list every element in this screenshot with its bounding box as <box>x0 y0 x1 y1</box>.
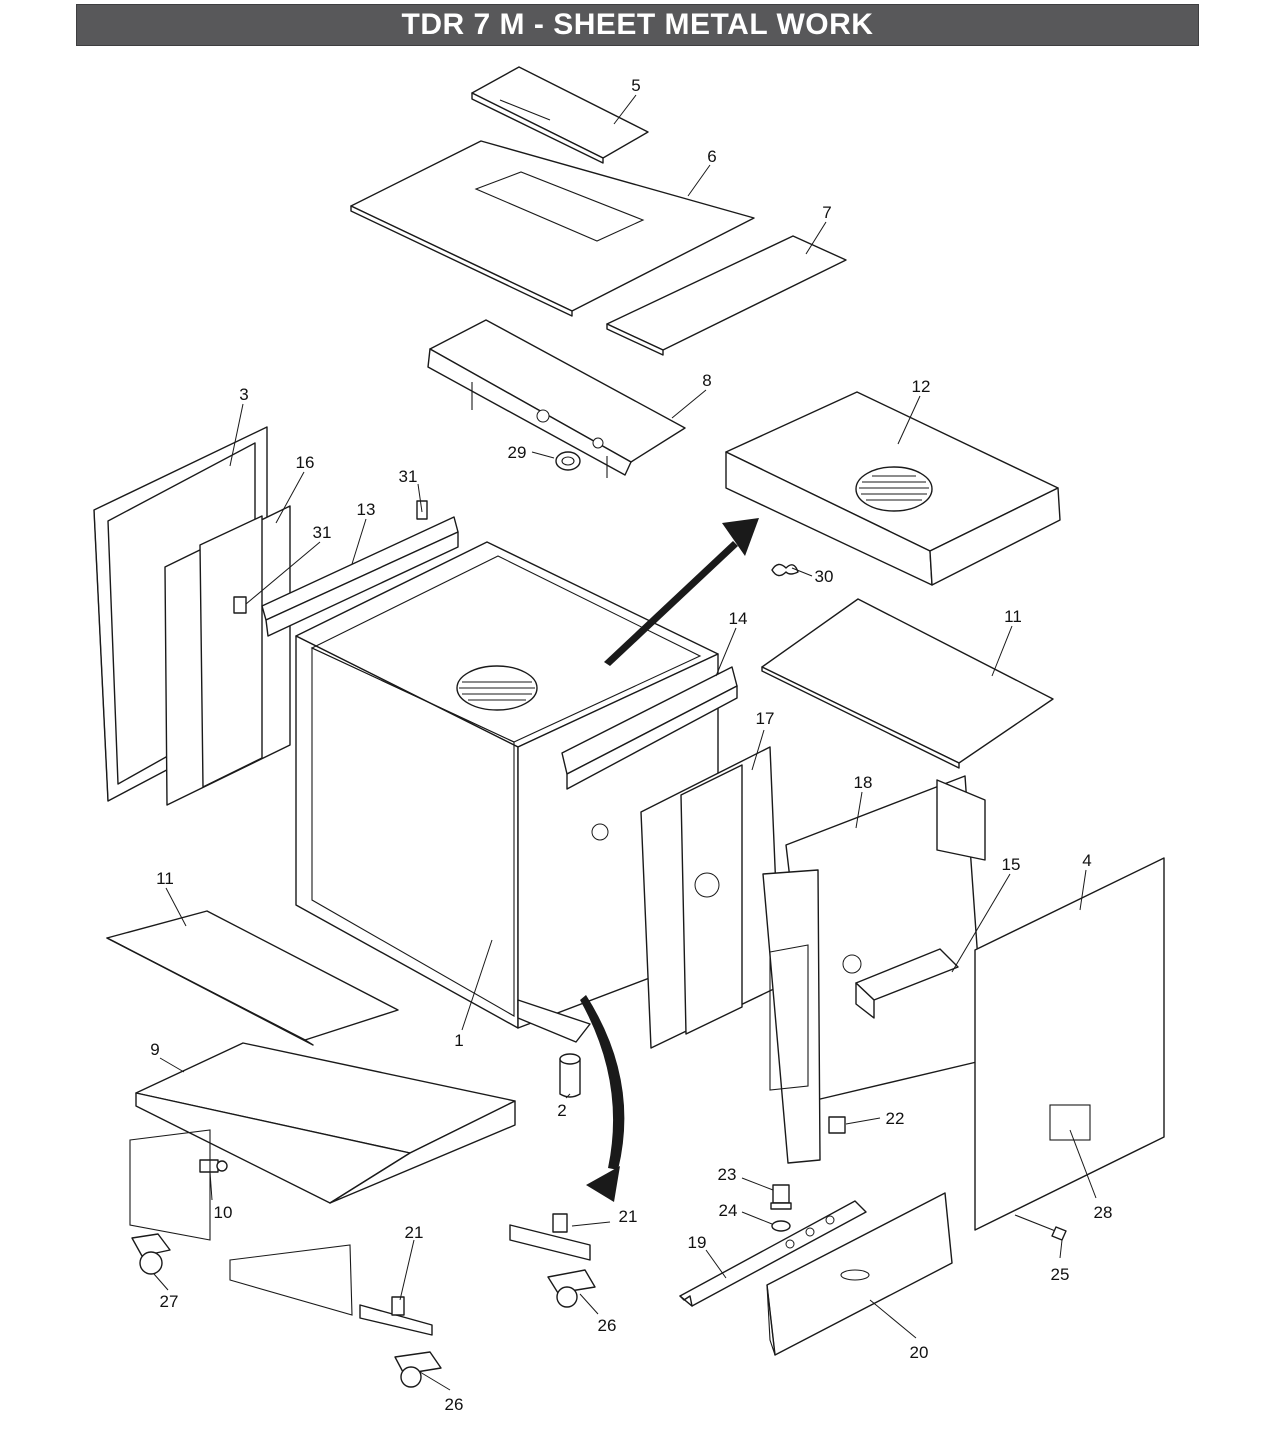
callout-21-left: 21 <box>405 1223 424 1242</box>
part-29-bushing <box>555 451 581 471</box>
callout-16: 16 <box>296 453 315 472</box>
part-16-side-panel <box>164 505 291 806</box>
part-9-tray <box>135 1042 516 1204</box>
part-20-base-rail <box>766 1192 953 1356</box>
part-6-top-cover <box>350 140 755 317</box>
callout-14: 14 <box>729 609 748 628</box>
callout-24: 24 <box>719 1201 738 1220</box>
callout-28: 28 <box>1094 1203 1113 1222</box>
part-25-screw <box>1014 1214 1067 1241</box>
callout-1: 1 <box>454 1031 463 1050</box>
callout-26-left: 26 <box>445 1395 464 1414</box>
callout-7: 7 <box>822 203 831 222</box>
callout-18: 18 <box>854 773 873 792</box>
part-14-rail <box>561 666 738 790</box>
callout-12: 12 <box>912 377 931 396</box>
callout-3: 3 <box>239 385 248 404</box>
assembly-arrow-down <box>580 995 625 1202</box>
assembly-arrow-up <box>604 518 759 666</box>
callout-31-side: 31 <box>313 523 332 542</box>
part-22-clip <box>828 1116 846 1134</box>
part-12-fan-housing <box>725 391 1061 586</box>
part-30-wing-nut <box>771 563 799 577</box>
callout-19: 19 <box>688 1233 707 1252</box>
callout-23: 23 <box>718 1165 737 1184</box>
part-18-side-assembly <box>762 775 986 1164</box>
part-2-foot <box>559 1053 581 1098</box>
part-17-inner-panel <box>640 746 781 1049</box>
callout-17: 17 <box>756 709 775 728</box>
part-7-rear-top-panel <box>606 235 847 356</box>
part-26-caster-right <box>547 1269 596 1308</box>
callout-20: 20 <box>910 1343 929 1362</box>
part-26-caster-left <box>394 1351 442 1388</box>
callout-labels: 5 6 7 8 3 29 12 16 31 31 13 30 14 11 17 … <box>150 76 1112 1414</box>
part-27-caster <box>131 1233 171 1275</box>
part-11-lower-shelf <box>106 910 399 1046</box>
callout-21-right: 21 <box>619 1207 638 1226</box>
callout-4: 4 <box>1082 851 1091 870</box>
callout-26-right: 26 <box>598 1316 617 1335</box>
part-19-channel <box>679 1200 867 1307</box>
callout-31-top: 31 <box>399 467 418 486</box>
base-frame <box>129 1129 591 1336</box>
callout-25: 25 <box>1051 1265 1070 1284</box>
callout-27: 27 <box>160 1292 179 1311</box>
part-13-front-rail <box>261 516 459 637</box>
callout-11-upper: 11 <box>1004 607 1022 626</box>
callout-11-lower: 11 <box>156 869 174 888</box>
callout-6: 6 <box>707 147 716 166</box>
part-5-control-strip <box>471 66 649 164</box>
part-23-gland <box>770 1184 792 1210</box>
part-24-washer <box>771 1220 791 1232</box>
part-4-side-panel <box>974 857 1165 1231</box>
callout-8: 8 <box>702 371 711 390</box>
page-title: TDR 7 M - SHEET METAL WORK <box>76 4 1199 46</box>
part-15-bracket <box>855 948 959 1019</box>
part-8-top-channel <box>427 319 686 478</box>
part-10-fitting <box>199 1159 228 1173</box>
leader-lines <box>153 94 1097 1391</box>
callout-9: 9 <box>150 1040 159 1059</box>
callout-22: 22 <box>886 1109 905 1128</box>
callout-5: 5 <box>631 76 640 95</box>
callout-15: 15 <box>1002 855 1021 874</box>
callout-29: 29 <box>508 443 527 462</box>
callout-13: 13 <box>357 500 376 519</box>
callout-10: 10 <box>214 1203 233 1222</box>
part-11-upper-shelf <box>761 598 1054 769</box>
callout-2: 2 <box>557 1101 566 1120</box>
callout-30: 30 <box>815 567 834 586</box>
